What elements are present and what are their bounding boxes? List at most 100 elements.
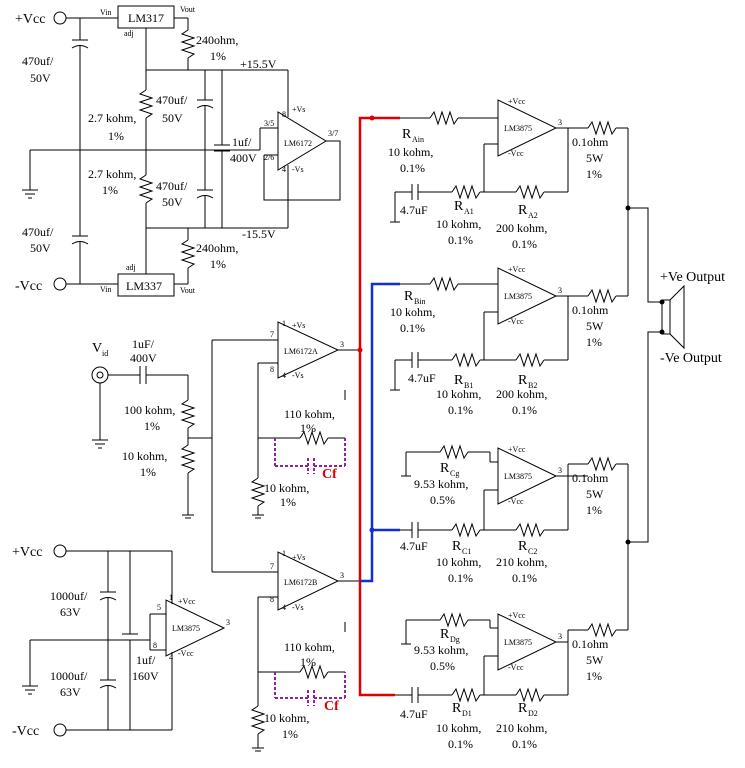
rd2-value: 210 kohm, (496, 721, 547, 735)
r240-top-tol: 1% (210, 49, 226, 63)
lm6172a-buffer: LM6172A +Vs -Vs 7 8 1 4 3 110 kohm, 1% C… (250, 319, 360, 519)
rb2-label: R (518, 373, 528, 388)
rout-a-tol: 1% (586, 167, 602, 181)
rb2-label-sub: B2 (528, 381, 537, 390)
lm317-vout-pin: Vout (180, 5, 196, 14)
r10k-a-value: 10 kohm, (264, 481, 309, 495)
lm6172b-pin-3: 3 (340, 571, 344, 580)
red-bus-bottom (358, 350, 395, 697)
rout-a-value: 0.1ohm (572, 135, 609, 149)
rdg-resistor (439, 612, 469, 628)
rd2-label: R (518, 701, 528, 716)
rout-a-power: 5W (586, 151, 604, 165)
lm3875-c-vcc-neg: -Vcc (508, 497, 524, 506)
cf-a-label: Cf (322, 467, 337, 482)
r240-top-resistor (180, 29, 196, 59)
bottom-lm3875-stage: +Vcc -Vcc 1000uf/ 63V 1000uf/ 63V 1uf/ 1… (12, 544, 230, 739)
rd1-resistor (451, 687, 481, 703)
lm3875-a-vcc-pos: +Vcc (508, 97, 526, 106)
rbin-resistor (429, 276, 459, 292)
rc1-label-sub: C1 (462, 547, 471, 556)
lm3875-bottom-vcc-neg: -Vcc (178, 649, 194, 658)
r2k7-top-tol: 1% (108, 129, 124, 143)
rb2-value: 200 kohm, (496, 387, 547, 401)
rain-resistor (429, 110, 459, 126)
rd1-tol: 0.1% (448, 737, 473, 751)
cf-b-label: Cf (324, 699, 339, 714)
bottom-vcc-neg-label: -Vcc (12, 724, 39, 739)
r110k-a-resistor (299, 430, 329, 446)
rb1-resistor (451, 352, 481, 368)
cin-value: 1uF/ (132, 337, 155, 351)
rout-c-power: 5W (586, 487, 604, 501)
lm6172b-opamp (277, 551, 340, 611)
r100k-tol: 1% (144, 419, 160, 433)
lm3875-a-pin-3: 3 (558, 118, 562, 127)
lm337-vout-pin: Vout (180, 286, 196, 295)
lm6172a-pin-3: 3 (340, 340, 344, 349)
lm6172-rail-pin-in-neg: 2/6 (264, 153, 274, 162)
r10k-input-tol: 1% (140, 465, 156, 479)
lm3875-c-label: LM3875 (504, 472, 532, 481)
rout-d-resistor (587, 622, 617, 638)
lm3875-bottom-pin-8: 8 (153, 641, 157, 650)
c47-a-value: 4.7uF (400, 203, 428, 217)
bottom-vcc-pos-terminal (53, 544, 67, 558)
r240-bot-value: 240ohm, (196, 241, 238, 255)
signal-bus (357, 115, 400, 697)
ra1-label-sub: A1 (464, 207, 474, 216)
power-supply: +Vcc -Vcc LM317 Vin Vout adj 240ohm, 1% … (15, 5, 341, 297)
rain-tol: 0.1% (400, 161, 425, 175)
lm6172a-label: LM6172A (284, 347, 318, 356)
lm6172-rail-pin-in-pos: 3/5 (264, 119, 274, 128)
r10k-b-value: 10 kohm, (264, 711, 309, 725)
c47-d-value: 4.7uF (400, 707, 428, 721)
output-stage: +Ve Output -Ve Output (625, 128, 725, 630)
lm6172b-pin-1: 1 (282, 549, 286, 558)
lm6172a-pin-4: 4 (282, 371, 286, 380)
lm317-label: LM317 (128, 11, 164, 25)
lm6172-rail-opamp (277, 111, 327, 171)
rc1-label: R (452, 539, 462, 554)
rbin-tol: 0.1% (400, 321, 425, 335)
lm3875-c-pin-3: 3 (558, 466, 562, 475)
rc1-resistor (451, 522, 481, 538)
rd2-label-sub: D2 (528, 709, 538, 718)
output-pos-label: +Ve Output (660, 270, 725, 285)
rcg-label: R (440, 461, 450, 476)
c1000-bot-voltage: 63V (60, 685, 81, 699)
rc1-value: 10 kohm, (436, 555, 481, 569)
lm6172-rail-label: LM6172 (284, 139, 312, 148)
rb1-label: R (454, 373, 464, 388)
lm3875-c-vcc-pos: +Vcc (508, 445, 526, 454)
rout-b-tol: 1% (586, 335, 602, 349)
ra1-tol: 0.1% (448, 233, 473, 247)
r2k7-bot-tol: 1% (102, 183, 118, 197)
ra1-value: 10 kohm, (436, 217, 481, 231)
rb2-tol: 0.1% (512, 403, 537, 417)
lm3875-d-pin-3: 3 (558, 632, 562, 641)
rd2-resistor (515, 687, 545, 703)
speaker-icon (661, 299, 671, 335)
channel-b: R Bin 10 kohm, 0.1% LM3875 +Vcc -Vcc 3 0… (390, 265, 628, 417)
lm337-label: LM337 (126, 279, 162, 293)
c47-b-value: 4.7uF (408, 371, 436, 385)
c470-bot-value: 470uf/ (22, 225, 54, 239)
input-stage: V id 1uF/ 400V 100 kohm, 1% 10 kohm, 1% (91, 337, 278, 573)
rc2-tol: 0.1% (512, 571, 537, 585)
lm3875-b-pin-3: 3 (558, 286, 562, 295)
rb2-resistor (515, 352, 545, 368)
red-bus-top (358, 116, 400, 350)
rc2-label-sub: C2 (528, 547, 537, 556)
ra1-label: R (454, 199, 464, 214)
lm3875-d-vcc-neg: -Vcc (508, 663, 524, 672)
lm3875-bottom-pin-5: 5 (157, 603, 161, 612)
lm3875-d-vcc-pos: +Vcc (508, 611, 526, 620)
vcc-pos-terminal (53, 11, 67, 25)
lm3875-b-label: LM3875 (504, 292, 532, 301)
c1uf-bypass-value: 1uf/ (232, 135, 252, 149)
lm3875-a-vcc-neg: -Vcc (508, 149, 524, 158)
rain-label-sub: Ain (412, 135, 424, 144)
r110k-b-resistor (299, 664, 329, 680)
lm6172a-pin-1: 1 (282, 319, 286, 328)
